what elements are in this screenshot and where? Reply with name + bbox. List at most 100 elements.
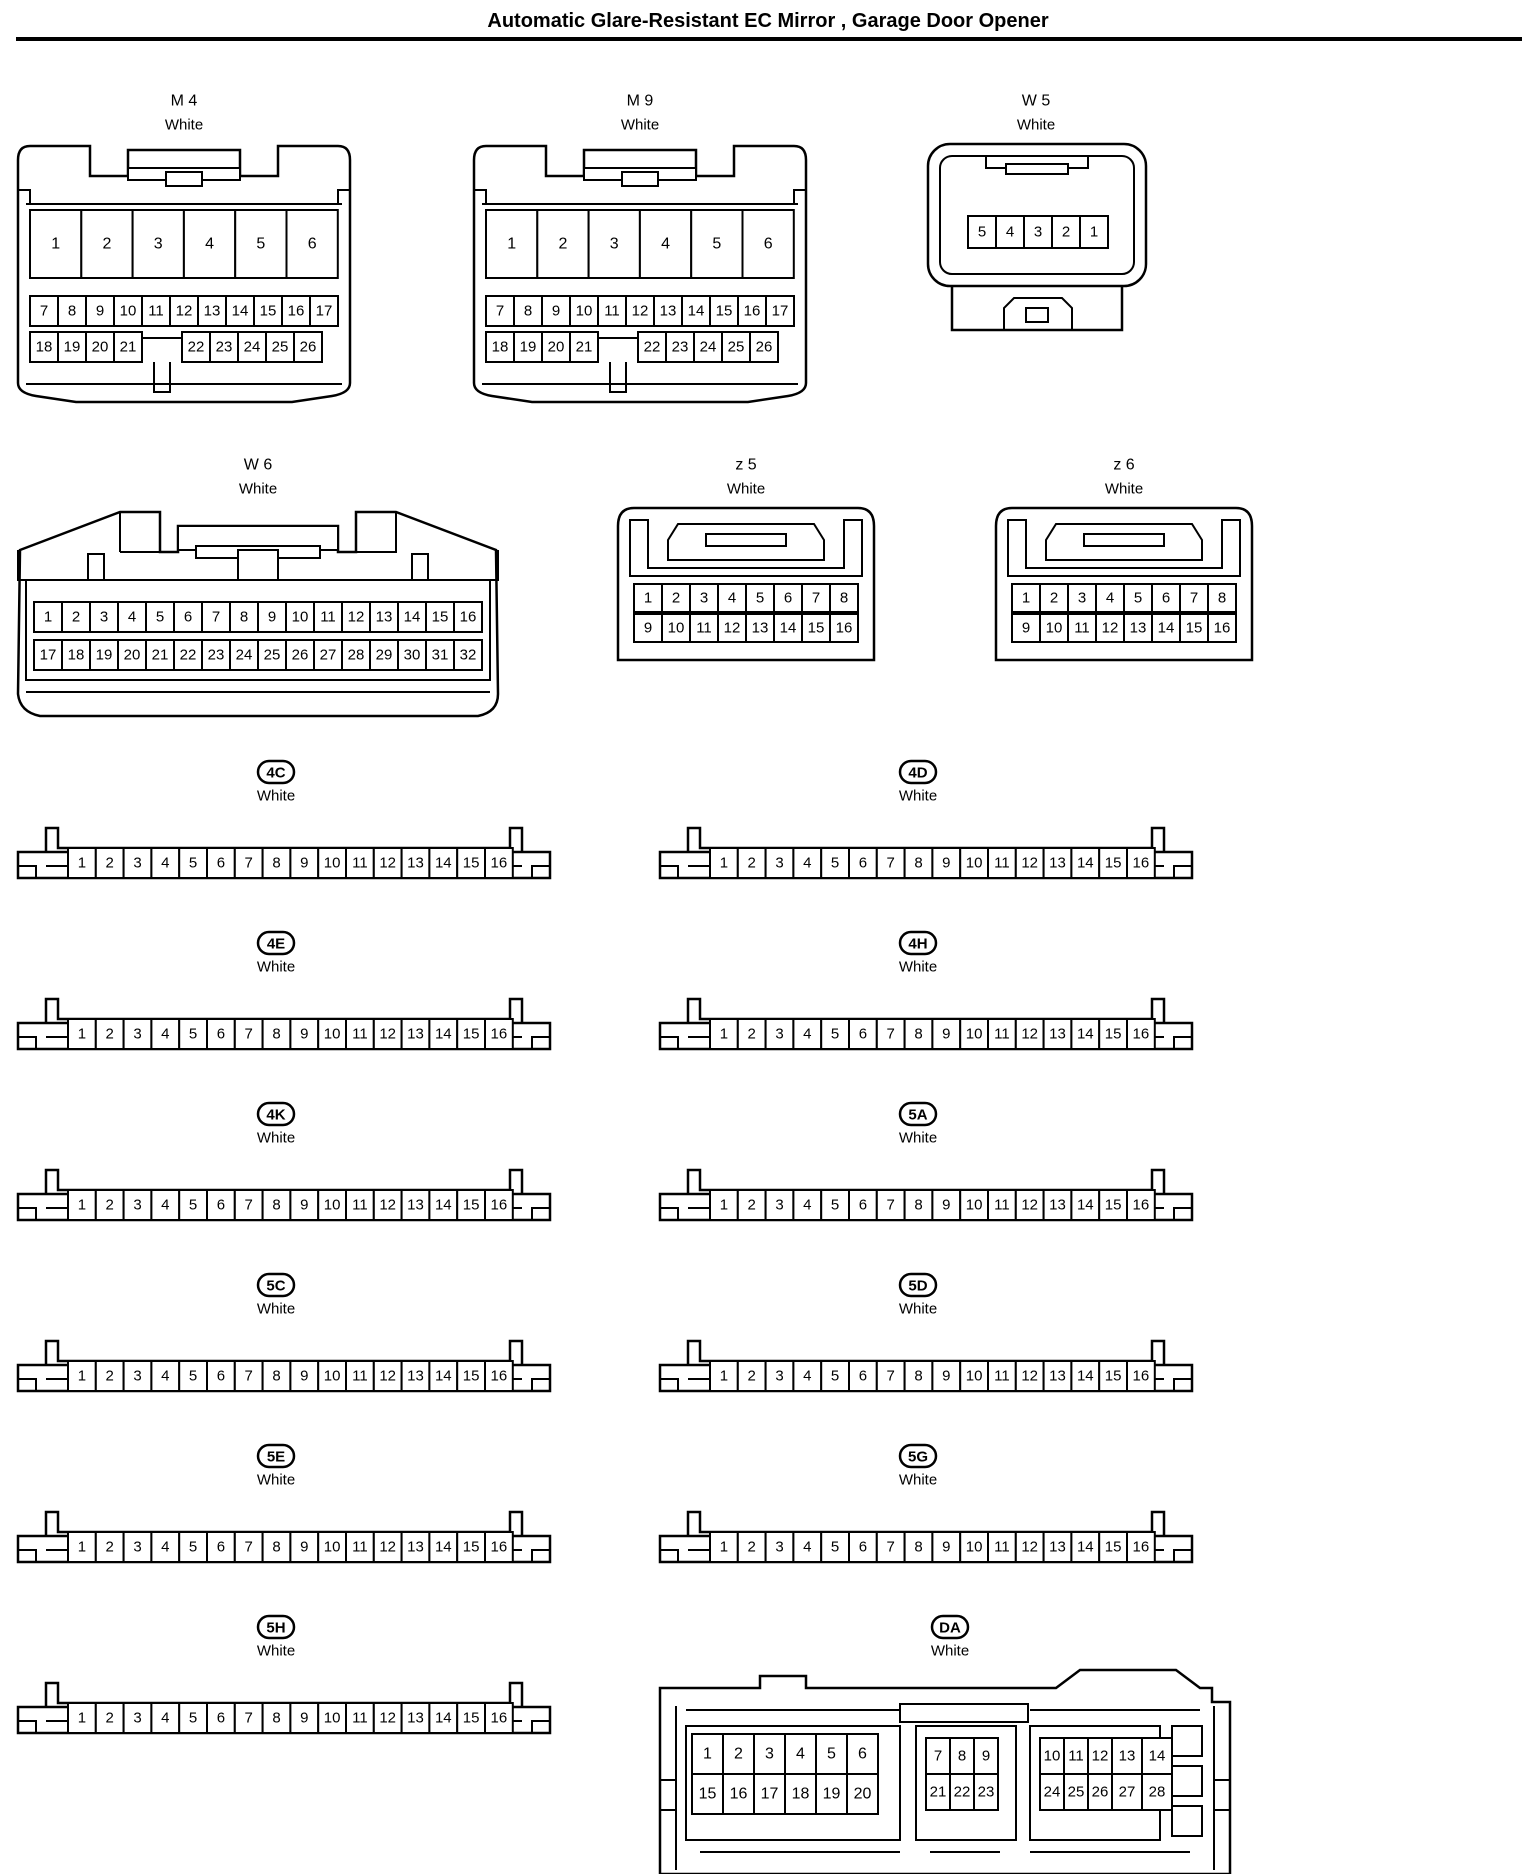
pin-cell: [345, 847, 375, 879]
pin-number: 10: [1046, 620, 1063, 637]
pin-number: 23: [978, 1784, 995, 1801]
pin-cell: [261, 1360, 292, 1392]
pin-number: 4: [803, 1539, 811, 1556]
pin-number: 1: [720, 1368, 728, 1385]
pin-cell: [1098, 1189, 1128, 1221]
pin-cell: [313, 601, 343, 633]
pin-number: 12: [379, 1710, 396, 1727]
pin-cell: [89, 601, 119, 633]
pin-cell: [145, 601, 175, 633]
pin-number: 8: [840, 590, 848, 607]
pin-cell: [372, 1360, 403, 1392]
connector-code: DA: [939, 1620, 961, 1637]
pin-number: 15: [808, 620, 825, 637]
pin-number: 1: [703, 1746, 712, 1763]
pin-cell: [633, 583, 663, 613]
pin-cell: [959, 1018, 990, 1050]
pin-number: 3: [1034, 224, 1042, 241]
pin-number: 6: [217, 1197, 225, 1214]
pin-number: 10: [966, 1197, 983, 1214]
pin-number: 6: [784, 590, 792, 607]
pin-cell: [428, 1018, 459, 1050]
pin-number: 19: [96, 647, 113, 664]
pin-number: 8: [914, 1197, 922, 1214]
pin-number: 13: [1049, 1368, 1066, 1385]
pin-cell: [1126, 1018, 1156, 1050]
connector-code: 5H: [266, 1620, 285, 1637]
pin-number: 16: [730, 1786, 748, 1803]
connector-color-label: White: [1105, 481, 1143, 498]
pin-cell: [801, 613, 831, 643]
pin-cell: [1023, 215, 1053, 249]
pin-number: 1: [720, 1197, 728, 1214]
pin-number: 9: [300, 855, 308, 872]
pin-number: 3: [133, 1197, 141, 1214]
pin-cell: [428, 1360, 459, 1392]
pin-cell: [372, 1189, 403, 1221]
pin-number: 4: [728, 590, 736, 607]
pin-number: 9: [300, 1197, 308, 1214]
pin-number: 2: [106, 855, 114, 872]
pin-cell: [206, 1360, 236, 1392]
pin-number: 27: [1119, 1784, 1136, 1801]
pin-cell: [57, 331, 87, 363]
connector-code: 5G: [908, 1449, 928, 1466]
pin-number: 20: [854, 1786, 872, 1803]
pin-number: 7: [887, 855, 895, 872]
pin-number: 1: [78, 1539, 86, 1556]
pin-cell: [1126, 1360, 1156, 1392]
pin-cell: [931, 1531, 962, 1563]
pin-number: 9: [300, 1539, 308, 1556]
pin-cell: [201, 639, 231, 671]
key-slot: [87, 553, 429, 580]
pin-number: 9: [942, 1368, 950, 1385]
pin-number: 28: [1149, 1784, 1166, 1801]
pin-cell: [456, 1018, 487, 1050]
pin-number: 10: [1044, 1748, 1061, 1765]
pin-cell: [150, 1531, 181, 1563]
pin-cell: [973, 1773, 999, 1811]
pin-cell: [846, 1733, 879, 1775]
latch: [1025, 307, 1049, 323]
pin-number: 8: [272, 1026, 280, 1043]
pin-number: 16: [1133, 855, 1150, 872]
pin-cell: [848, 1189, 878, 1221]
pin-number: 5: [831, 1026, 839, 1043]
pin-number: 16: [1214, 620, 1231, 637]
pin-cell: [1123, 583, 1153, 613]
pin-cell: [317, 1189, 348, 1221]
pin-cell: [1095, 613, 1125, 643]
pin-number: 8: [914, 855, 922, 872]
pin-cell: [453, 601, 483, 633]
pin-number: 13: [407, 1026, 424, 1043]
pin-cell: [925, 1737, 951, 1775]
pin-cell: [1070, 1018, 1101, 1050]
pin-number: 4: [1106, 590, 1114, 607]
housing-inner: [1029, 1725, 1161, 1841]
pin-number: 6: [308, 236, 317, 253]
pin-number: 5: [756, 590, 764, 607]
pin-number: 12: [379, 1026, 396, 1043]
latch: [1045, 523, 1203, 561]
pin-number: 19: [64, 339, 81, 356]
pin-number: 11: [994, 1197, 1010, 1214]
connector-code-badge: [256, 1272, 296, 1298]
connector-color-label: White: [257, 1130, 295, 1147]
pin-number: 24: [700, 339, 717, 356]
pin-number: 12: [1092, 1748, 1109, 1765]
pin-number: 7: [245, 1197, 253, 1214]
key-slot: [1171, 1805, 1203, 1837]
pin-number: 32: [460, 647, 477, 664]
pin-number: 9: [942, 1539, 950, 1556]
pin-cell: [1207, 613, 1237, 643]
pin-number: 11: [1068, 1748, 1084, 1765]
pin-number: 14: [435, 1368, 452, 1385]
pin-number: 5: [189, 1197, 197, 1214]
pin-number: 9: [552, 303, 560, 320]
pin-number: 1: [720, 1539, 728, 1556]
pin-number: 5: [156, 609, 164, 626]
connector-code-badge: [256, 1101, 296, 1127]
pin-cell: [485, 331, 515, 363]
